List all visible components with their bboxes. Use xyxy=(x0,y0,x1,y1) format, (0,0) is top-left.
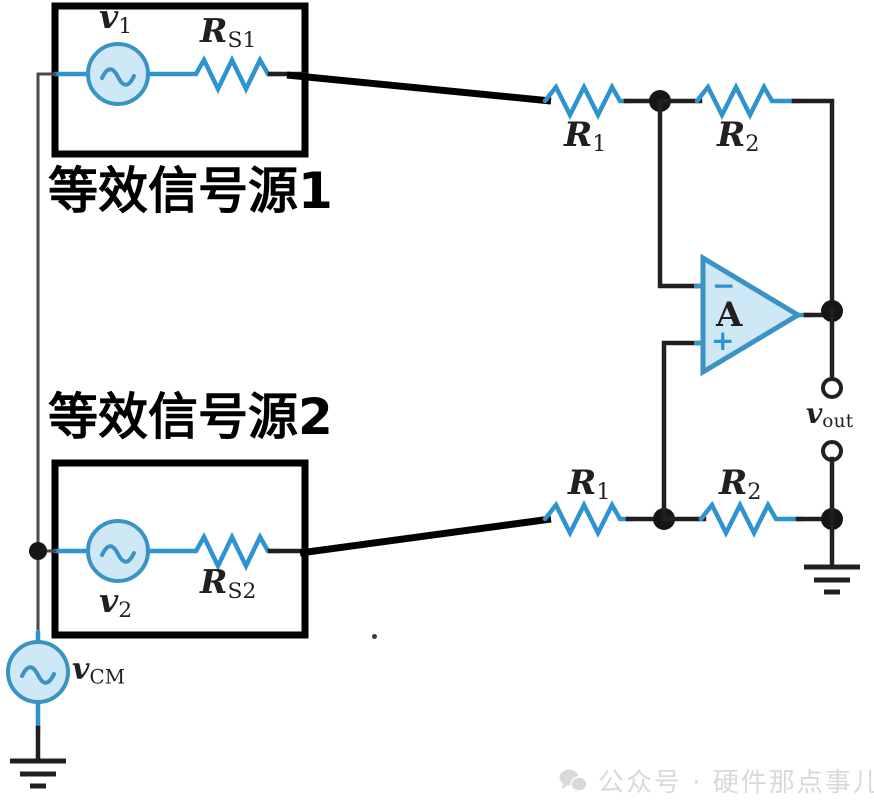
watermark: 公众号 · 硬件那点事儿 xyxy=(558,762,874,799)
output-terminals xyxy=(821,308,843,522)
ground-symbol-vcm xyxy=(10,758,66,789)
source-1-circuit xyxy=(52,42,308,106)
ground-symbol-output xyxy=(804,564,860,595)
top-input-branch xyxy=(542,81,835,314)
source-2-circuit xyxy=(52,519,308,583)
opamp-gain-label: A xyxy=(716,295,743,335)
caption-equivalent-source-2: 等效信号源2 xyxy=(48,388,333,446)
opamp-noninverting-input-label: + xyxy=(711,324,735,357)
bottom-input-branch xyxy=(542,340,860,595)
vcm-source xyxy=(6,629,70,789)
opamp-inverting-input-label: − xyxy=(712,269,736,302)
common-mode-bus xyxy=(29,72,57,642)
connector-line-source1 xyxy=(286,71,552,105)
label-r1-top: R1 xyxy=(564,115,607,157)
label-r1-bottom: R1 xyxy=(568,463,611,505)
wechat-icon xyxy=(559,769,588,794)
opamp-symbol xyxy=(694,253,843,377)
stray-speck xyxy=(372,634,377,639)
label-r2-bottom: R2 xyxy=(719,463,762,505)
label-rs1: RS1 xyxy=(200,11,257,53)
label-v2: v2 xyxy=(99,581,133,623)
label-v1: v1 xyxy=(99,0,133,39)
label-rs2: RS2 xyxy=(200,562,257,604)
label-vout: vout xyxy=(806,397,854,433)
label-vcm: vCM xyxy=(72,652,126,689)
label-r2-top: R2 xyxy=(717,115,760,157)
caption-equivalent-source-1: 等效信号源1 xyxy=(48,162,333,220)
watermark-text: 公众号 · 硬件那点事儿 xyxy=(598,768,874,798)
connector-line-source2 xyxy=(299,515,552,557)
